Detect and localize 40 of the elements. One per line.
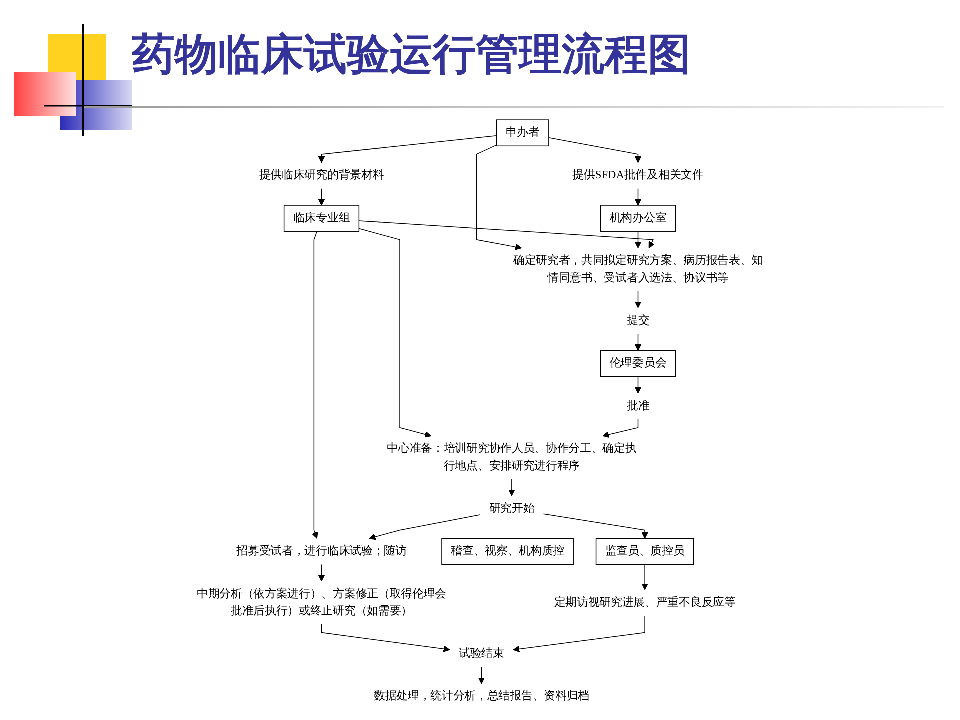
arrow (318, 188, 326, 206)
arrow (358, 220, 655, 249)
node-box: 监查员、质控员 (596, 538, 694, 566)
arrow (634, 231, 642, 249)
arrow (318, 136, 498, 164)
arrow (358, 228, 432, 438)
arrow (478, 666, 486, 684)
arrow (634, 290, 642, 308)
arrow (543, 514, 648, 539)
arrow (602, 419, 639, 438)
node-text: 中心准备：培训研究协作人员、协作分工、确定执行地点、安排研究进行程序 (387, 442, 637, 472)
node-text: 研究开始 (489, 502, 535, 515)
arrow (312, 231, 318, 539)
node-box: 临床专业组 (284, 205, 360, 232)
node-box: 伦理委员会 (600, 350, 676, 378)
node-text: 招募受试者，进行临床试验；随访 (236, 545, 407, 558)
arrow (634, 188, 642, 206)
arrow (634, 334, 642, 352)
node-text: 确定研究者，共同拟定研究方案、病历报告表、知情同意书、受试者入选法、协议书等 (513, 255, 764, 284)
title: 药物临床试验运行管理流程图 (132, 30, 691, 82)
node-text: 试验结束 (459, 648, 504, 660)
node-text: 中期分析（依方案进行）、方案修正（取得伦理会批准后执行）或终止研究（如需要） (196, 588, 447, 618)
node-box: 稽查、视察、机构质控 (442, 538, 574, 566)
arrow (508, 478, 516, 496)
arrow (318, 564, 326, 582)
node-text: 提供临床研究的背景材料 (259, 170, 384, 182)
node-box: 机构办公室 (600, 205, 676, 232)
arrow (634, 376, 642, 394)
arrow (548, 138, 642, 164)
arrow (642, 564, 648, 590)
node-text: 定期访视研究进展、严重不良反应等 (554, 596, 736, 609)
arrow (476, 144, 522, 250)
node-text: 提供SFDA批件及相关文件 (572, 170, 704, 182)
node-box: 申办者 (496, 120, 550, 147)
arrow (369, 514, 481, 540)
node-text: 批准 (626, 400, 650, 412)
arrow (321, 624, 450, 652)
node-text: 提交 (626, 314, 650, 327)
arrow (513, 616, 646, 653)
node-text: 数据处理，统计分析，总结报告、资料归档 (374, 690, 590, 703)
